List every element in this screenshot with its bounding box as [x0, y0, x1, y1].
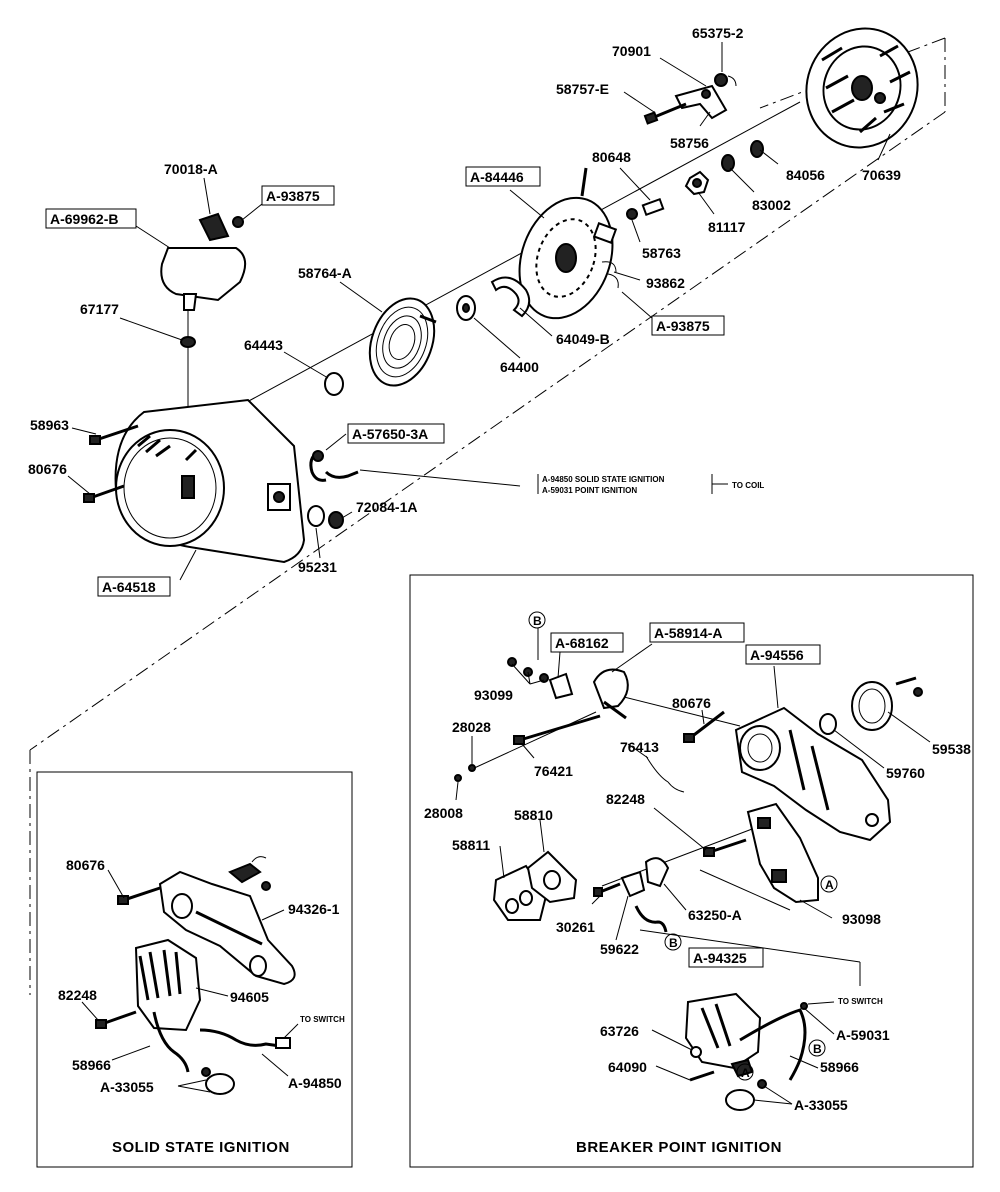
bp-label-64090: 64090	[608, 1059, 647, 1075]
label-80648: 80648	[592, 149, 631, 165]
solid-state-frame	[36, 771, 353, 1168]
label-81117: 81117	[708, 219, 746, 235]
bp-label-30261: 30261	[556, 919, 595, 935]
bp-label-28028: 28028	[452, 719, 491, 735]
upper-labels: 65375-2 70901 58757-E 58756 84056 70639 …	[28, 25, 901, 597]
bp-label-a-68162: A-68162	[555, 635, 609, 651]
label-a-84446: A-84446	[470, 169, 524, 185]
label-a-93875-handle: A-93875	[266, 188, 320, 204]
coil-note-line2: A-59031 POINT IGNITION	[542, 486, 637, 495]
circle-b-coil: B	[813, 1042, 822, 1056]
bp-label-80676: 80676	[672, 695, 711, 711]
bp-label-a-58914-a: A-58914-A	[654, 625, 722, 641]
label-80676-upper: 80676	[28, 461, 67, 477]
ss-label-a-33055: A-33055	[100, 1079, 154, 1095]
bp-label-63250-a: 63250-A	[688, 907, 742, 923]
upper-leaders	[67, 42, 891, 581]
bracket-58756	[643, 73, 737, 125]
label-a-69962-b: A-69962-B	[50, 211, 118, 227]
label-72084-1a: 72084-1A	[356, 499, 418, 515]
flywheel-hardware	[684, 140, 764, 196]
label-67177: 67177	[80, 301, 119, 317]
circle-b-top: B	[533, 614, 542, 628]
bp-label-93099: 93099	[474, 687, 513, 703]
coil-note-to-coil: TO COIL	[732, 481, 764, 490]
bp-label-28008: 28008	[424, 805, 463, 821]
ss-label-80676: 80676	[66, 857, 105, 873]
ss-label-to-switch: TO SWITCH	[300, 1015, 345, 1024]
label-64400: 64400	[500, 359, 539, 375]
bp-label-a-59031: A-59031	[836, 1027, 890, 1043]
label-a-57650-3a: A-57650-3A	[352, 426, 428, 442]
ss-caption: SOLID STATE IGNITION	[112, 1139, 290, 1156]
flywheel	[805, 27, 919, 149]
breaker-point-labels: B A B B A A-68162 A-58914-A A-94556 9309…	[424, 614, 971, 1156]
bp-caption: BREAKER POINT IGNITION	[576, 1139, 782, 1156]
label-93862: 93862	[646, 275, 685, 291]
label-58764-a: 58764-A	[298, 265, 352, 281]
solid-state-labels: 80676 94326-1 82248 94605 TO SWITCH 5896…	[58, 857, 345, 1156]
circle-a-coil: A	[741, 1066, 750, 1080]
label-70018-a: 70018-A	[164, 161, 218, 177]
grommet-67177	[180, 336, 196, 348]
ss-label-a-94850: A-94850	[288, 1075, 342, 1091]
bp-label-59760: 59760	[886, 765, 925, 781]
breaker-point-frame	[409, 574, 974, 1168]
label-64443: 64443	[244, 337, 283, 353]
bp-label-59622: 59622	[600, 941, 639, 957]
ss-label-94326-1: 94326-1	[288, 901, 340, 917]
bp-label-a-94556: A-94556	[750, 647, 804, 663]
bp-label-58810: 58810	[514, 807, 553, 823]
label-64049-b: 64049-B	[556, 331, 610, 347]
ss-label-94605: 94605	[230, 989, 269, 1005]
breaker-point-drawing	[454, 611, 931, 1111]
label-95231: 95231	[298, 559, 337, 575]
bp-label-76413: 76413	[620, 739, 659, 755]
bp-label-93098: 93098	[842, 911, 881, 927]
label-84056: 84056	[786, 167, 825, 183]
ss-label-82248: 82248	[58, 987, 97, 1003]
starter-handle	[160, 212, 247, 311]
ss-label-58966: 58966	[72, 1057, 111, 1073]
label-58756: 58756	[670, 135, 709, 151]
label-58757-e: 58757-E	[556, 81, 609, 97]
bp-label-76421: 76421	[534, 763, 573, 779]
switch-wire	[307, 450, 521, 529]
label-58763: 58763	[642, 245, 681, 261]
bp-label-63726: 63726	[600, 1023, 639, 1039]
circle-a-cover: A	[825, 878, 834, 892]
bushing-64443	[324, 372, 344, 396]
bp-label-59538: 59538	[932, 741, 971, 757]
starter-housing	[83, 398, 306, 564]
coil-note-line1: A-94850 SOLID STATE IGNITION	[542, 475, 665, 484]
bp-label-82248: 82248	[606, 791, 645, 807]
ratchet-washer	[456, 276, 531, 321]
label-65375-2: 65375-2	[692, 25, 744, 41]
bp-label-a-33055: A-33055	[794, 1097, 848, 1113]
label-70639: 70639	[862, 167, 901, 183]
label-70901: 70901	[612, 43, 651, 59]
label-83002: 83002	[752, 197, 791, 213]
coil-note-bracket	[537, 474, 728, 494]
label-a-93875-pulley: A-93875	[656, 318, 710, 334]
recoil-spring	[368, 297, 437, 387]
divider-lines	[29, 37, 946, 995]
solid-state-drawing	[81, 856, 299, 1095]
bp-label-a-94325: A-94325	[693, 950, 747, 966]
starter-pulley	[518, 167, 665, 320]
bp-label-58966: 58966	[820, 1059, 859, 1075]
bp-label-58811: 58811	[452, 837, 490, 853]
bp-label-to-switch: TO SWITCH	[838, 997, 883, 1006]
label-a-64518: A-64518	[102, 579, 156, 595]
circle-b-clip: B	[669, 936, 678, 950]
label-58963: 58963	[30, 417, 69, 433]
